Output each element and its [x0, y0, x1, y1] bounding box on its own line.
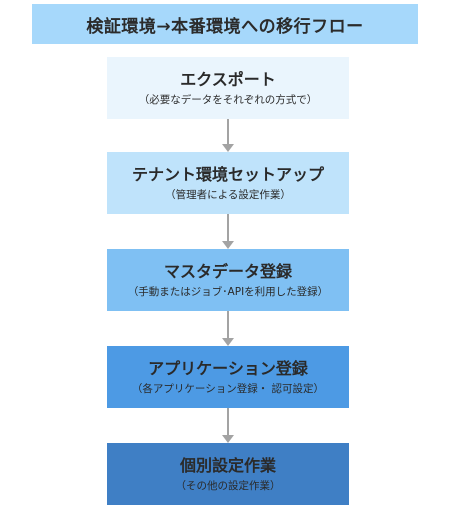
step-application-registration: アプリケーション登録 （各アプリケーション登録・ 認可設定）	[107, 346, 349, 408]
step-export: エクスポート （必要なデータをそれぞれの方式で）	[107, 57, 349, 119]
step-note: （必要なデータをそれぞれの方式で）	[138, 93, 318, 106]
step-note: （その他の設定作業）	[175, 479, 281, 492]
step-label: エクスポート	[180, 69, 276, 89]
step-note: （管理者による設定作業）	[165, 188, 291, 201]
step-label: アプリケーション登録	[148, 358, 308, 378]
flow-title: 検証環境→本番環境への移行フロー	[32, 4, 418, 44]
step-individual-settings: 個別設定作業 （その他の設定作業）	[107, 443, 349, 505]
down-arrow-icon	[222, 214, 234, 249]
step-tenant-setup: テナント環境セットアップ （管理者による設定作業）	[107, 152, 349, 214]
step-master-data: マスタデータ登録 （手動またはジョブ･APIを利用した登録）	[107, 249, 349, 311]
step-label: 個別設定作業	[179, 455, 276, 475]
down-arrow-icon	[222, 119, 234, 152]
step-label: テナント環境セットアップ	[131, 164, 324, 184]
down-arrow-icon	[222, 311, 234, 346]
step-note: （手動またはジョブ･APIを利用した登録）	[127, 285, 329, 298]
down-arrow-icon	[222, 408, 234, 443]
step-note: （各アプリケーション登録・ 認可設定）	[131, 382, 325, 395]
step-label: マスタデータ登録	[163, 261, 292, 281]
